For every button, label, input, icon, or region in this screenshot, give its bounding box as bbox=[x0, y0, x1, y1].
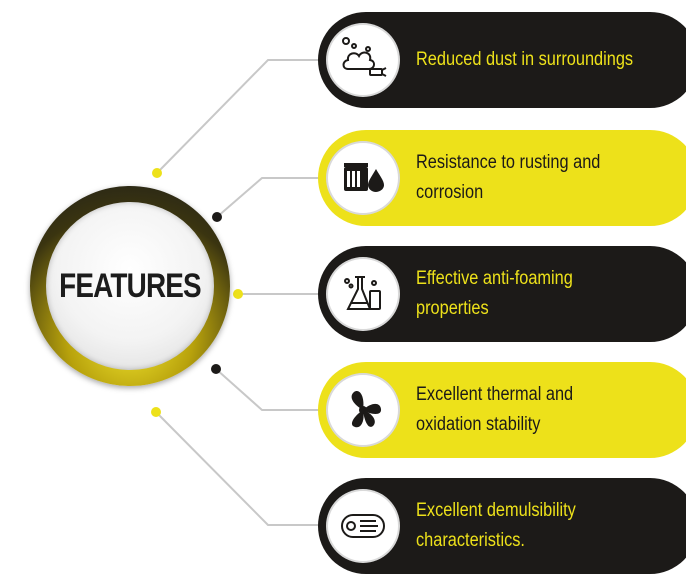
connector-dot-4 bbox=[211, 364, 221, 374]
feature-pill-2: Resistance to rusting and corrosion bbox=[318, 130, 686, 226]
filter-cartridge-icon bbox=[328, 491, 398, 561]
connector-line-1 bbox=[156, 59, 320, 174]
oil-barrel-drop-icon bbox=[328, 143, 398, 213]
connector-dot-3 bbox=[233, 289, 243, 299]
feature-text-2: Resistance to rusting and corrosion bbox=[416, 152, 601, 203]
feature-pill-5: Excellent demulsibility characteristics. bbox=[318, 478, 686, 574]
feature-text-1: Reduced dust in surroundings bbox=[416, 49, 634, 70]
feature-pill-1: Reduced dust in surroundings bbox=[318, 12, 686, 108]
connector-dot-5 bbox=[151, 407, 161, 417]
features-hub-label: FEATURES bbox=[59, 266, 201, 305]
connector-line-2 bbox=[216, 177, 320, 218]
connector-line-5 bbox=[155, 411, 320, 526]
feature-text-4: Excellent thermal and oxidation stabilit… bbox=[416, 384, 574, 435]
lab-flasks-icon bbox=[328, 259, 398, 329]
dust-cloud-icon bbox=[328, 25, 398, 95]
feature-text-5: Excellent demulsibility characteristics. bbox=[416, 500, 576, 551]
connector-dot-1 bbox=[152, 168, 162, 178]
features-hub bbox=[46, 202, 214, 370]
fan-blades-icon bbox=[328, 375, 398, 445]
connector-dot-2 bbox=[212, 212, 222, 222]
feature-pill-4: Excellent thermal and oxidation stabilit… bbox=[318, 362, 686, 458]
feature-pill-3: Effective anti-foaming properties bbox=[318, 246, 686, 342]
feature-text-3: Effective anti-foaming properties bbox=[416, 268, 573, 319]
connector-line-4 bbox=[215, 368, 320, 411]
